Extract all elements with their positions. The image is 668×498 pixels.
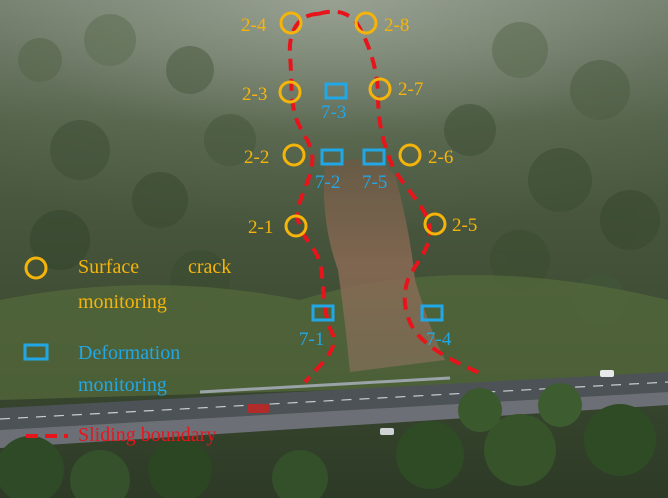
road-fence <box>199 376 451 394</box>
deform-marker-7-1 <box>311 304 335 322</box>
deformation-markers <box>23 82 444 361</box>
legend-crack-word1: Surface <box>78 256 140 278</box>
crack-label-2-2: 2-2 <box>244 147 270 168</box>
crack-label-2-6: 2-6 <box>428 147 454 168</box>
crack-marker-2-2 <box>282 143 306 167</box>
crack-marker-2-8 <box>354 11 378 35</box>
crack-label-2-7: 2-7 <box>398 79 424 100</box>
road-marking <box>0 381 668 420</box>
deform-label-7-2: 7-2 <box>315 172 341 193</box>
crack-marker-2-1 <box>284 214 308 238</box>
sliding-boundary-right <box>317 9 485 377</box>
deform-label-7-4: 7-4 <box>426 329 452 350</box>
vehicle <box>380 428 394 435</box>
deform-marker-7-5 <box>362 148 386 166</box>
legend-crack-word2: crack <box>188 256 232 278</box>
legend-crack-symbol <box>24 256 48 280</box>
crack-label-2-1: 2-1 <box>248 217 274 238</box>
crack-marker-2-5 <box>423 212 447 236</box>
deform-label-7-1: 7-1 <box>299 329 325 350</box>
legend-crack-word3: monitoring <box>78 291 167 313</box>
deform-marker-7-4 <box>420 304 444 322</box>
legend-deformation-line1: Deformation <box>78 342 181 364</box>
sliding-boundary-left <box>287 12 336 384</box>
vehicle <box>600 370 614 377</box>
vehicle <box>247 404 269 413</box>
road-upper <box>0 372 668 430</box>
crack-marker-2-6 <box>398 143 422 167</box>
crack-marker-2-7 <box>368 77 392 101</box>
foreground-trees <box>0 383 656 498</box>
deform-marker-7-3 <box>324 82 348 100</box>
legend-deformation-symbol <box>23 343 49 361</box>
crack-markers <box>24 11 447 280</box>
legend-deformation-line2: monitoring <box>78 374 167 396</box>
crack-label-2-5: 2-5 <box>452 215 478 236</box>
deform-label-7-3: 7-3 <box>321 102 347 123</box>
landslide-scar <box>323 159 445 372</box>
crack-label-2-8: 2-8 <box>384 15 410 36</box>
crack-marker-2-3 <box>278 80 302 104</box>
legend-sliding-label: Sliding boundary <box>78 424 217 446</box>
crack-label-2-4: 2-4 <box>241 15 267 36</box>
deform-marker-7-2 <box>320 148 344 166</box>
deform-label-7-5: 7-5 <box>362 172 388 193</box>
grass-slope <box>0 275 668 400</box>
crack-label-2-3: 2-3 <box>242 84 268 105</box>
tree-texture <box>18 14 660 348</box>
crack-marker-2-4 <box>279 11 303 35</box>
